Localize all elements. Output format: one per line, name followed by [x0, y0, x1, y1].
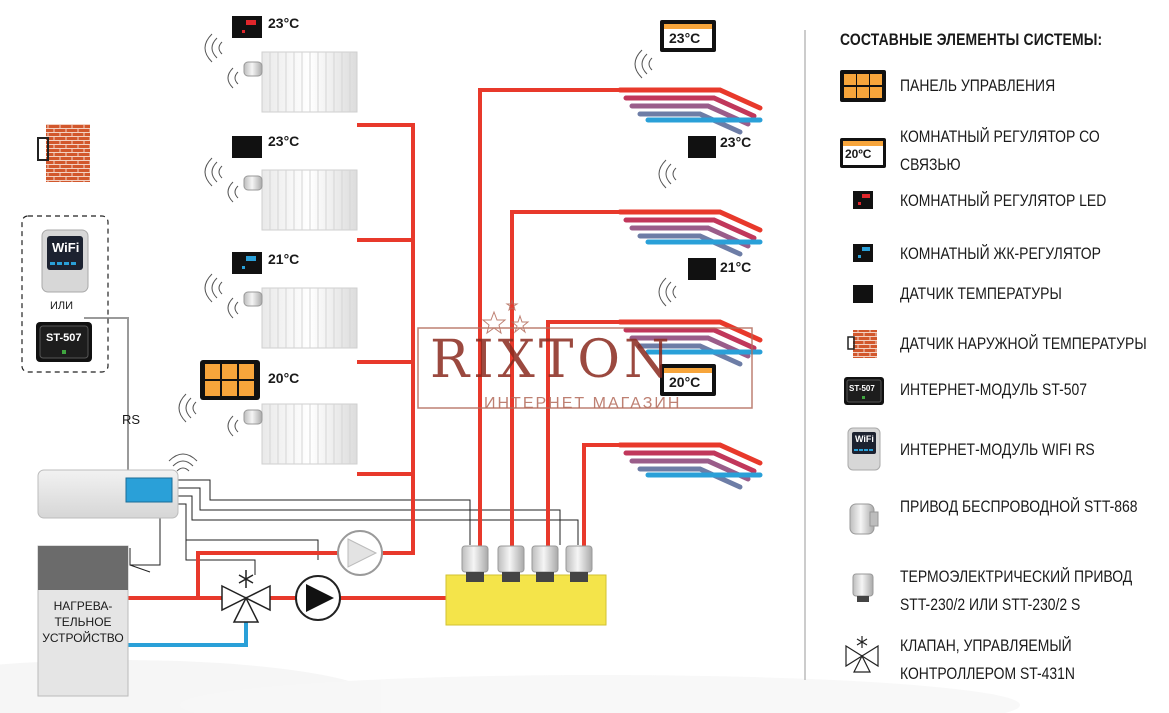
floor-temp-label: 21°C [720, 259, 752, 275]
legend-comm-screen: 20ºC [845, 147, 872, 161]
heating-device [37, 545, 129, 697]
floor-temp-label: 20°C [669, 374, 701, 390]
floor-loops [617, 87, 763, 490]
rs-label: RS [122, 412, 141, 427]
room-temp-label: 23°C [268, 133, 300, 149]
control-panel-icon [840, 70, 886, 102]
legend-label-valve: КЛАПАН, УПРАВЛЯЕМЫЙ КОНТРОЛЛЕРОМ ST-431N [900, 632, 1075, 688]
control-wiring [129, 479, 579, 575]
room-regulator-lcd [232, 252, 262, 274]
room-temp-label: 21°C [268, 251, 300, 267]
legend-wifi-screen: WiFi [855, 434, 874, 444]
legend-label-room-regulator-comm: КОМНАТНЫЙ РЕГУЛЯТОР СО СВЯЗЬЮ [900, 123, 1100, 179]
st507-module-icon [844, 377, 884, 405]
radiators [261, 51, 358, 465]
pump-main [295, 575, 341, 621]
floor-regulator-comm [660, 20, 716, 52]
legend-line: ДАТЧИК НАРУЖНОЙ ТЕМПЕРАТУРЫ [900, 334, 1147, 353]
watermark-logo [417, 299, 753, 409]
floor-regulator-comm [660, 364, 716, 396]
legend-label-wifi: ИНТЕРНЕТ-МОДУЛЬ WIFI RS [900, 436, 1095, 464]
radiator [261, 169, 358, 231]
rs-cable [84, 317, 129, 475]
legend-line: СВЯЗЬЮ [900, 155, 961, 174]
floor-temperature-sensor [688, 258, 716, 280]
legend-st507-screen: ST-507 [849, 384, 875, 393]
control-panel [200, 360, 260, 400]
main-controller [37, 469, 179, 519]
temperature-sensor-icon [853, 285, 873, 303]
wireless-actuator-icon [849, 503, 879, 535]
st507-module-label: ST-507 [46, 332, 82, 344]
legend-label-temp-sensor: ДАТЧИК ТЕМПЕРАТУРЫ [900, 280, 1062, 308]
legend-title: СОСТАВНЫЕ ЭЛЕМЕНТЫ СИСТЕМЫ: [840, 30, 1103, 49]
radiator [261, 51, 358, 113]
floor-temp-label: 23°C [669, 30, 701, 46]
legend-line: КОМНАТНЫЙ РЕГУЛЯТОР LED [900, 191, 1107, 210]
watermark-title: RIXTON [430, 330, 674, 390]
legend-label-thermoelectric: ТЕРМОЭЛЕКТРИЧЕСКИЙ ПРИВОД STT-230/2 ИЛИ … [900, 563, 1132, 619]
outdoor-sensor-icon [847, 330, 877, 358]
thermoelectric-actuator-icon [852, 573, 874, 602]
supply-pipes [127, 88, 620, 600]
floor-temp-label: 23°C [720, 134, 752, 150]
floor-temperature-sensor [688, 136, 716, 158]
radiator [261, 287, 358, 349]
valve-icon [845, 636, 879, 673]
temperature-sensor [232, 136, 262, 158]
wireless-actuators [243, 61, 263, 425]
legend-line: ПАНЕЛЬ УПРАВЛЕНИЯ [900, 76, 1056, 95]
legend-line: ИНТЕРНЕТ-МОДУЛЬ ST-507 [900, 380, 1087, 399]
pump-radiators [337, 530, 383, 576]
heater-label: НАГРЕВА-ТЕЛЬНОЕ УСТРОЙСТВО [42, 599, 124, 645]
legend-line: ТЕРМОЭЛЕКТРИЧЕСКИЙ ПРИВОД [900, 567, 1133, 586]
legend-label-lcd: КОМНАТНЫЙ ЖК-РЕГУЛЯТОР [900, 240, 1101, 268]
legend-label-outdoor-sensor: ДАТЧИК НАРУЖНОЙ ТЕМПЕРАТУРЫ [900, 330, 1147, 358]
internet-module-group [21, 215, 109, 373]
legend-line: ПРИВОД БЕСПРОВОДНОЙ STT-868 [900, 497, 1138, 516]
return-pipe [127, 622, 248, 647]
wifi-module-icon [847, 427, 881, 471]
legend-line: КОМНАТНЫЙ РЕГУЛЯТОР СО [900, 127, 1100, 146]
mixing-valve [221, 570, 271, 623]
room-regulator-led [232, 16, 262, 38]
room-regulator-lcd-icon [853, 244, 873, 262]
wifi-module-label: WiFi [52, 240, 80, 255]
legend-line: ДАТЧИК ТЕМПЕРАТУРЫ [900, 284, 1062, 303]
legend-label-control-panel: ПАНЕЛЬ УПРАВЛЕНИЯ [900, 72, 1055, 100]
room-regulator-led-icon [853, 191, 873, 209]
room-temp-label: 23°C [268, 15, 300, 31]
legend-label-st507: ИНТЕРНЕТ-МОДУЛЬ ST-507 [900, 376, 1087, 404]
legend-line: ИНТЕРНЕТ-МОДУЛЬ WIFI RS [900, 440, 1095, 459]
legend-line: КОМНАТНЫЙ ЖК-РЕГУЛЯТОР [900, 244, 1101, 263]
radiator [261, 403, 358, 465]
legend-icons [840, 70, 886, 673]
watermark-subtitle: ИНТЕРНЕТ МАГАЗИН [484, 395, 682, 412]
legend-line: STT-230/2 ИЛИ STT-230/2 S [900, 595, 1081, 614]
manifold-actuators [461, 545, 593, 582]
wireless-signals [168, 33, 677, 472]
room-temp-label: 20°C [268, 370, 300, 386]
legend-line: КОНТРОЛЛЕРОМ ST-431N [900, 664, 1075, 683]
legend-label-led: КОМНАТНЫЙ РЕГУЛЯТОР LED [900, 187, 1106, 215]
outdoor-sensor [37, 124, 90, 182]
or-label: ИЛИ [50, 300, 74, 312]
legend-label-wireless-actuator: ПРИВОД БЕСПРОВОДНОЙ STT-868 [900, 493, 1137, 521]
st507-module [36, 322, 92, 362]
legend-line: КЛАПАН, УПРАВЛЯЕМЫЙ [900, 636, 1072, 655]
manifold [445, 574, 607, 626]
wifi-module [41, 229, 89, 293]
room-regulator-comm-icon [840, 138, 886, 168]
